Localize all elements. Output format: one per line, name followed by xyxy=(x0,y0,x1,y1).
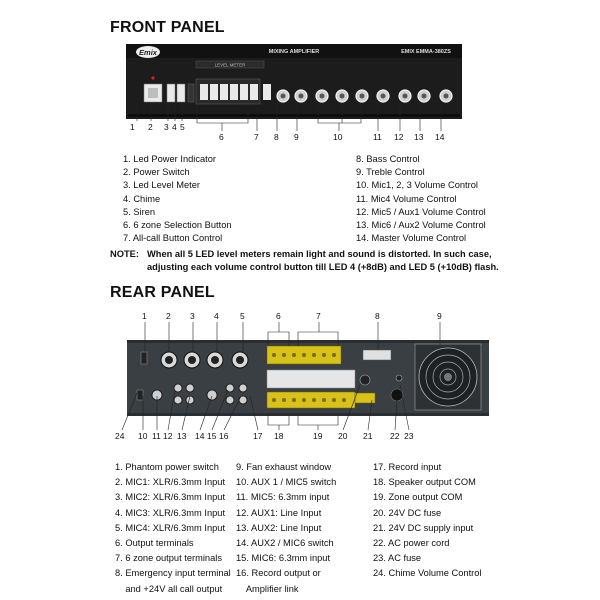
rear-callout-24: 24 xyxy=(115,431,125,441)
rear-legend-item: 19. Zone output COM xyxy=(373,492,463,503)
rear-legend-item: 18. Speaker output COM xyxy=(373,477,476,488)
rear-legend-item: 9. Fan exhaust window xyxy=(236,462,332,472)
rear-callout-6: 6 xyxy=(276,311,281,321)
rear-legend-item: 13. AUX2: Line Input xyxy=(236,522,322,533)
front-panel-photo: Emix MIXING AMPLIFIER EMIX EMMA-380ZS LE… xyxy=(126,44,462,119)
front-callout-9: 9 xyxy=(294,132,299,142)
front-legend-item: 11. Mic4 Volume Control xyxy=(356,193,457,204)
rear-panel-photo xyxy=(127,340,489,416)
rear-legend-item: 8. Emergency input terminal xyxy=(115,568,231,579)
front-legend-item: 5. Siren xyxy=(123,206,156,217)
rear-callout-13: 13 xyxy=(177,431,187,441)
model-label: EMIX EMMA-380ZS xyxy=(401,49,451,55)
front-callout-14: 14 xyxy=(435,132,445,142)
front-legend-item: 2. Power Switch xyxy=(123,167,190,178)
rear-panel-heading: REAR PANEL xyxy=(110,284,215,301)
rear-callout-21: 21 xyxy=(363,431,373,441)
rear-legend-item: 10. AUX 1 / MIC5 switch xyxy=(236,477,337,488)
front-callout-5: 5 xyxy=(180,122,185,132)
rear-legend-item: 7. 6 zone output terminals xyxy=(115,553,222,564)
front-callout-1: 1 xyxy=(130,122,135,132)
front-legend-item: 13. Mic6 / Aux2 Volume Control xyxy=(356,219,486,230)
rear-legend-item: 3. MIC2: XLR/6.3mm Input xyxy=(115,492,226,503)
front-legend-item: 14. Master Volume Control xyxy=(356,233,467,244)
rear-callout-5: 5 xyxy=(240,311,245,321)
front-legend-item: 9. Treble Control xyxy=(356,167,425,178)
rear-legend-item: 4. MIC3: XLR/6.3mm Input xyxy=(115,507,226,518)
rear-legend-item: 14. AUX2 / MIC6 switch xyxy=(236,537,334,548)
rear-callout-3: 3 xyxy=(190,311,195,321)
rear-legend-item: 17. Record input xyxy=(373,462,442,472)
rear-callout-7: 7 xyxy=(316,311,321,321)
rear-callout-17: 17 xyxy=(253,431,263,441)
front-callout-10: 10 xyxy=(333,132,343,142)
front-legend-item: 7. All-call Button Control xyxy=(123,233,223,244)
front-legend-item: 6. 6 zone Selection Button xyxy=(123,219,232,230)
rear-callout-18: 18 xyxy=(274,431,284,441)
rear-callout-8: 8 xyxy=(375,311,380,321)
rear-legend-item: 1. Phantom power switch xyxy=(115,462,219,472)
rear-legend-item: 15. MIC6: 6.3mm input xyxy=(236,553,331,564)
front-legend-item: 3. Led Level Meter xyxy=(123,180,201,191)
front-legend-item: 4. Chime xyxy=(123,193,161,204)
front-callout-13: 13 xyxy=(414,132,424,142)
rear-legend-item: 22. AC power cord xyxy=(373,537,450,548)
rear-legend-item: 12. AUX1: Line Input xyxy=(236,507,322,518)
rear-legend-item: 6. Output terminals xyxy=(115,537,194,548)
rear-callout-16: 16 xyxy=(219,431,229,441)
rear-panel-drawing xyxy=(127,340,489,416)
rear-legend-item: 23. AC fuse xyxy=(373,553,422,564)
front-legend-item: 8. Bass Control xyxy=(356,154,420,164)
rear-legend-item: 11. MIC5: 6.3mm input xyxy=(236,492,330,503)
front-legend-left: 1. Led Power Indicator 2. Power Switch 3… xyxy=(123,153,232,245)
rear-legend-col1: 1. Phantom power switch 2. MIC1: XLR/6.3… xyxy=(115,460,231,597)
rear-callout-19: 19 xyxy=(313,431,323,441)
rear-callout-10: 10 xyxy=(138,431,148,441)
rear-legend-item: 16. Record output or xyxy=(236,568,321,579)
rear-callout-23: 23 xyxy=(404,431,414,441)
rear-legend-item: 20. 24V DC fuse xyxy=(373,507,442,518)
rear-callout-14: 14 xyxy=(195,431,205,441)
front-panel-heading: FRONT PANEL xyxy=(110,19,225,36)
rear-legend-item: 5. MIC4: XLR/6.3mm Input xyxy=(115,522,226,533)
rear-callout-12: 12 xyxy=(163,431,173,441)
front-legend-item: 10. Mic1, 2, 3 Volume Control xyxy=(356,180,478,191)
front-legend-right: 8. Bass Control 9. Treble Control 10. Mi… xyxy=(356,153,486,245)
front-legend-item: 1. Led Power Indicator xyxy=(123,154,217,164)
front-callout-2: 2 xyxy=(148,122,153,132)
note-line-2: adjusting each volume control button til… xyxy=(147,262,499,272)
front-callout-4: 4 xyxy=(172,122,177,132)
rear-callout-20: 20 xyxy=(338,431,348,441)
front-callout-11: 11 xyxy=(373,132,382,142)
front-panel-drawing: Emix MIXING AMPLIFIER EMIX EMMA-380ZS LE… xyxy=(126,44,462,119)
rear-callout-11: 11 xyxy=(152,431,161,441)
rear-legend-item: 24. Chime Volume Control xyxy=(373,568,482,579)
rear-legend-item: and +24V all call output xyxy=(115,583,223,594)
front-legend-item: 12. Mic5 / Aux1 Volume Control xyxy=(356,206,486,217)
front-callout-6: 6 xyxy=(219,132,224,142)
meter-label: LEVEL METER xyxy=(215,63,247,68)
rear-legend-col3: 17. Record input 18. Speaker output COM … xyxy=(373,460,482,582)
rear-callout-15: 15 xyxy=(207,431,217,441)
front-callout-7: 7 xyxy=(254,132,259,142)
rear-legend-item: 2. MIC1: XLR/6.3mm Input xyxy=(115,477,226,488)
rear-callout-9: 9 xyxy=(437,311,442,321)
note-label: NOTE: xyxy=(110,249,139,259)
logo-text: Emix xyxy=(139,48,158,57)
note-line-1: When all 5 LED level meters remain light… xyxy=(147,249,492,259)
device-title: MIXING AMPLIFIER xyxy=(269,49,320,55)
front-callout-12: 12 xyxy=(394,132,404,142)
rear-callout-1: 1 xyxy=(142,311,147,321)
rear-callout-4: 4 xyxy=(214,311,219,321)
rear-legend-item: Amplifier link xyxy=(236,583,299,594)
rear-callout-22: 22 xyxy=(390,431,400,441)
rear-callout-2: 2 xyxy=(166,311,171,321)
rear-legend-col2: 9. Fan exhaust window 10. AUX 1 / MIC5 s… xyxy=(236,460,336,597)
rear-legend-item: 21. 24V DC supply input xyxy=(373,522,474,533)
front-callout-3: 3 xyxy=(164,122,169,132)
front-callout-8: 8 xyxy=(274,132,279,142)
